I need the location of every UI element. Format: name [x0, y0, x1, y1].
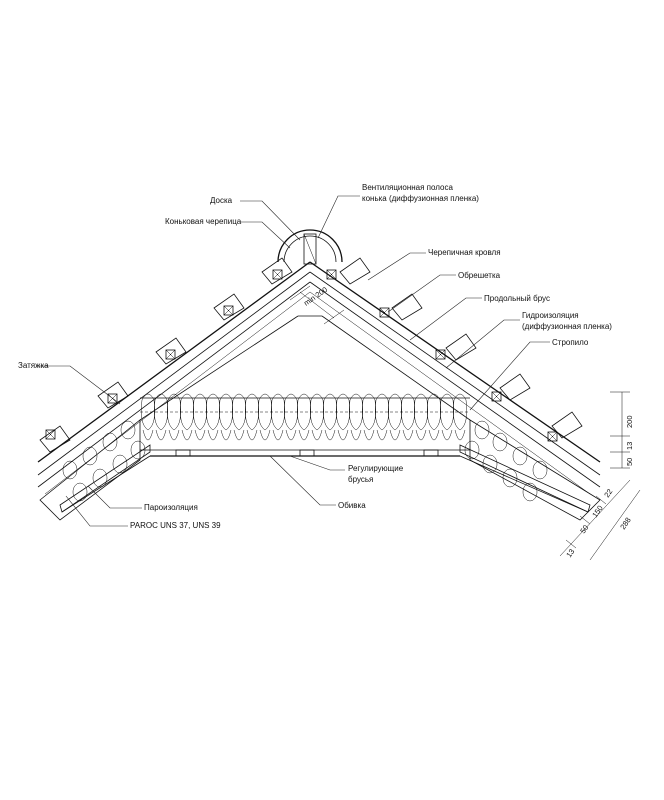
dim-50-top: 50: [625, 458, 634, 466]
dim-13-top: 13: [625, 442, 634, 450]
insulation-loop: [401, 393, 415, 441]
adjusting-bars: [175, 449, 439, 457]
insulation-loop: [271, 393, 285, 441]
insulation-loop: [440, 393, 454, 441]
insulation-loop: [453, 393, 467, 441]
insulation-fiber: [82, 446, 98, 466]
insulation-loop: [141, 393, 155, 441]
dim-50-bottom: 50: [578, 523, 590, 535]
insulation-fiber: [512, 446, 528, 466]
insulation-loop: [349, 393, 363, 441]
insulation-slopes: [39, 419, 601, 521]
tiles-right: [339, 257, 583, 439]
insulation-fiber: [120, 420, 136, 440]
insulation-loop: [362, 393, 376, 441]
dim-150: 150: [590, 504, 605, 519]
insulation-fiber: [474, 420, 490, 440]
insulation-loop: [245, 393, 259, 441]
insulation-loop: [167, 393, 181, 441]
label-battens: Обрешетка: [458, 271, 501, 280]
insulation-fiber: [92, 468, 108, 488]
insulation-loop: [219, 393, 233, 441]
roof-slopes: [37, 261, 601, 495]
insulation-loop: [310, 393, 324, 441]
label-rafter: Стропило: [552, 338, 589, 347]
label-counter-batten: Продольный брус: [484, 294, 550, 303]
insulation-loop: [375, 393, 389, 441]
insulation-loop: [258, 393, 272, 441]
insulation-loop: [206, 393, 220, 441]
label-adjust-bars-2: брусья: [348, 475, 373, 484]
insulation-loop: [297, 393, 311, 441]
dim-200: 200: [625, 415, 634, 428]
labels: Доска Коньковая черепица Вентиляционная …: [18, 183, 612, 530]
dimension-chain: 200 13 50 22 150 50 288 13: [559, 391, 641, 561]
insulation-fiber: [464, 440, 480, 460]
insulation-fiber: [102, 432, 118, 452]
insulation-loop: [232, 393, 246, 441]
label-lining: Обивка: [338, 501, 366, 510]
label-ridge-vent-2: конька (диффузионная пленка): [362, 194, 479, 203]
insulation-loop: [284, 393, 298, 441]
dim-288: 288: [618, 516, 633, 531]
label-vapor-barrier: Пароизоляция: [144, 503, 198, 512]
tiles-left: [39, 257, 293, 453]
insulation-fiber: [532, 460, 548, 480]
insulation-band: [140, 393, 470, 457]
insulation-loop: [414, 393, 428, 441]
insulation-loop: [154, 393, 168, 441]
label-waterproof-2: (диффузионная пленка): [522, 322, 612, 331]
label-board: Доска: [210, 196, 233, 205]
leader-lines: [36, 195, 550, 527]
insulation-fiber: [62, 460, 78, 480]
insulation-loop: [336, 393, 350, 441]
label-ridge-tile: Коньковая черепица: [165, 217, 242, 226]
insulation-fiber: [492, 432, 508, 452]
label-insulation: PAROC UNS 37, UNS 39: [130, 521, 221, 530]
ridge-tile: [277, 229, 343, 265]
insulation-loop: [180, 393, 194, 441]
insulation-fiber: [482, 454, 498, 474]
insulation-fiber: [130, 440, 146, 460]
dim-13-bottom: 13: [564, 547, 576, 559]
label-adjust-bars-1: Регулирующие: [348, 464, 404, 473]
label-tile-roof: Черепичная кровля: [428, 248, 501, 257]
insulation-loop: [193, 393, 207, 441]
label-ridge-vent-1: Вентиляционная полоса: [362, 183, 453, 192]
insulation-fiber: [522, 482, 538, 502]
insulation-loop: [323, 393, 337, 441]
min-gap-label: min 200: [302, 285, 329, 308]
battens: [45, 269, 558, 442]
label-tie-beam: Затяжка: [18, 361, 49, 370]
dim-22: 22: [602, 487, 614, 499]
insulation-fiber: [112, 454, 128, 474]
insulation-loop: [388, 393, 402, 441]
insulation-fiber: [502, 468, 518, 488]
insulation-loop: [427, 393, 441, 441]
label-waterproof-1: Гидроизоляция: [522, 311, 579, 320]
